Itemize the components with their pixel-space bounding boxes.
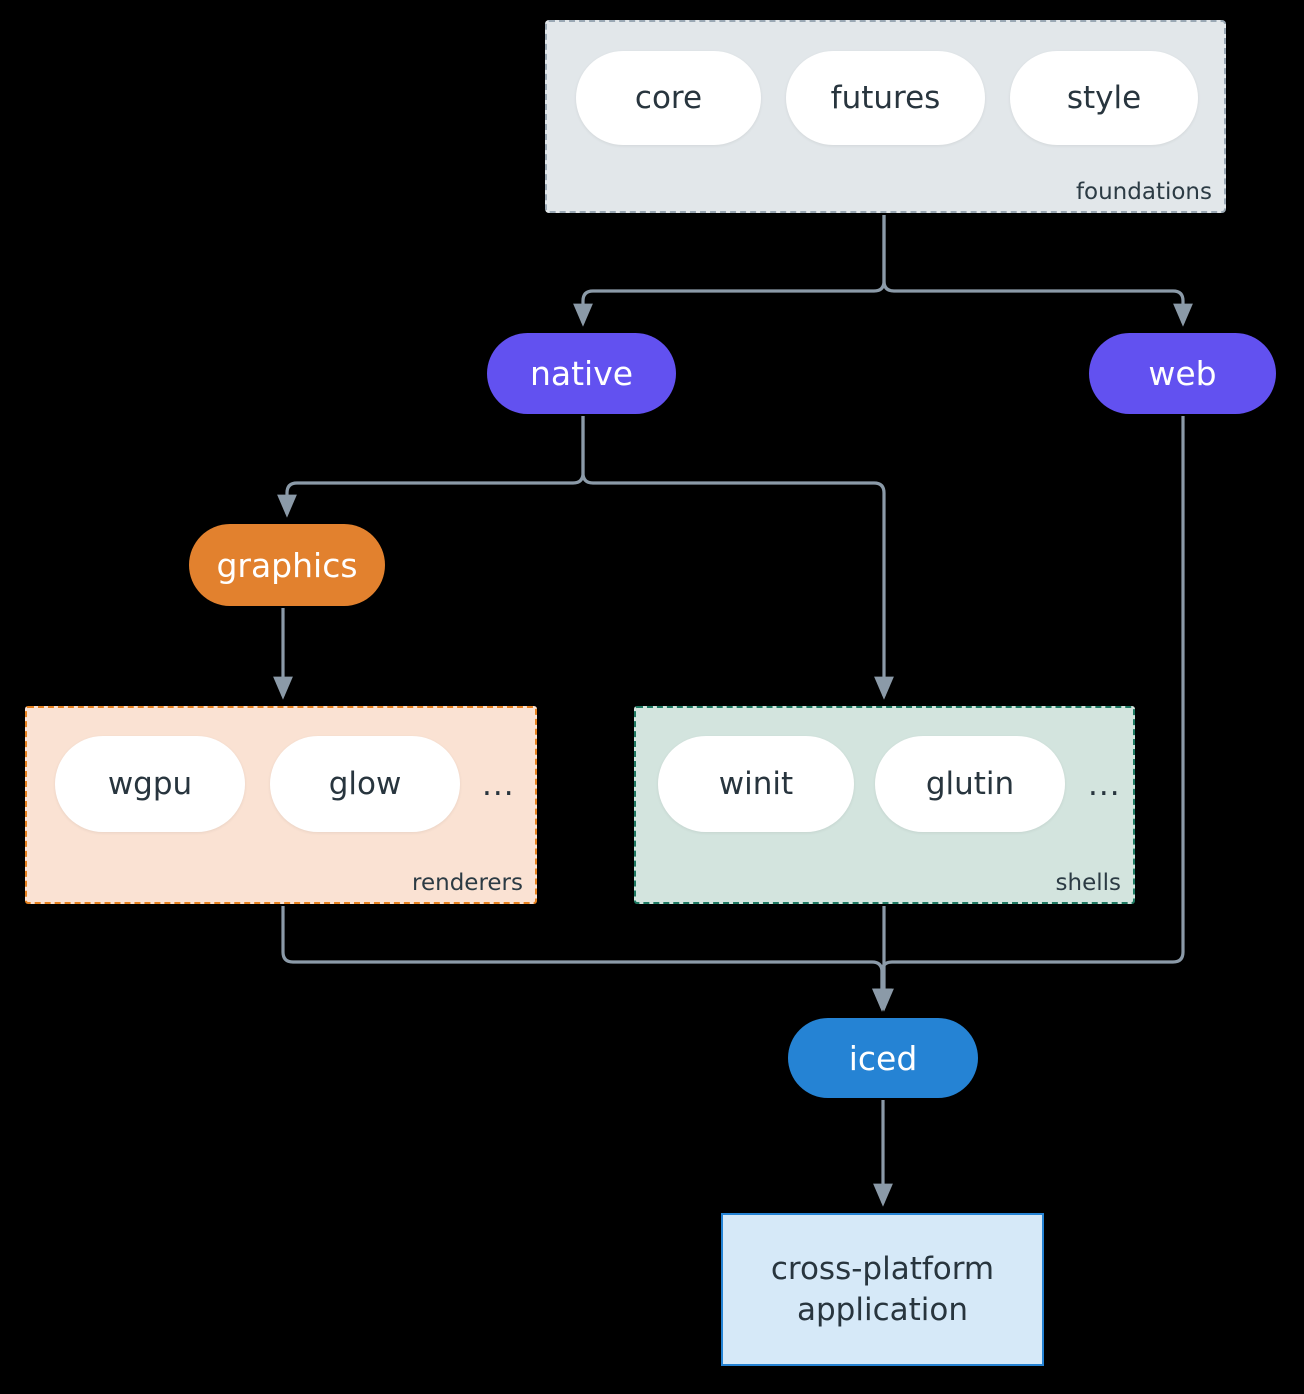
node-app-line2: application	[797, 1291, 968, 1328]
ellipsis-renderers: ...	[482, 767, 515, 803]
group-label-renderers: renderers	[412, 870, 523, 896]
group-renderers: wgpu glow ... renderers	[25, 706, 537, 904]
ellipsis-shells: ...	[1088, 767, 1121, 803]
node-app-line1: cross-platform	[770, 1250, 995, 1287]
node-native[interactable]: native	[487, 333, 676, 414]
chip-winit[interactable]: winit	[658, 736, 854, 832]
group-foundations: core futures style foundations	[545, 20, 1226, 213]
node-cross-platform-application[interactable]: cross-platform application	[721, 1213, 1044, 1366]
chip-glow[interactable]: glow	[270, 736, 460, 832]
node-web[interactable]: web	[1089, 333, 1276, 414]
group-label-shells: shells	[1055, 870, 1121, 896]
node-iced[interactable]: iced	[788, 1018, 978, 1098]
chip-glutin[interactable]: glutin	[875, 736, 1065, 832]
group-label-foundations: foundations	[1075, 179, 1212, 205]
edge-renderers-iced	[281, 906, 892, 1012]
chip-wgpu[interactable]: wgpu	[55, 736, 245, 832]
edge-native-graphics	[277, 416, 585, 518]
chip-style[interactable]: style	[1010, 51, 1198, 145]
chip-core[interactable]: core	[576, 51, 761, 145]
edge-foundations-web	[882, 215, 1193, 327]
edge-foundations-native	[573, 215, 886, 327]
group-shells: winit glutin ... shells	[634, 706, 1135, 904]
edge-native-shells	[581, 416, 894, 700]
node-graphics[interactable]: graphics	[189, 524, 385, 606]
chip-futures[interactable]: futures	[786, 51, 985, 145]
